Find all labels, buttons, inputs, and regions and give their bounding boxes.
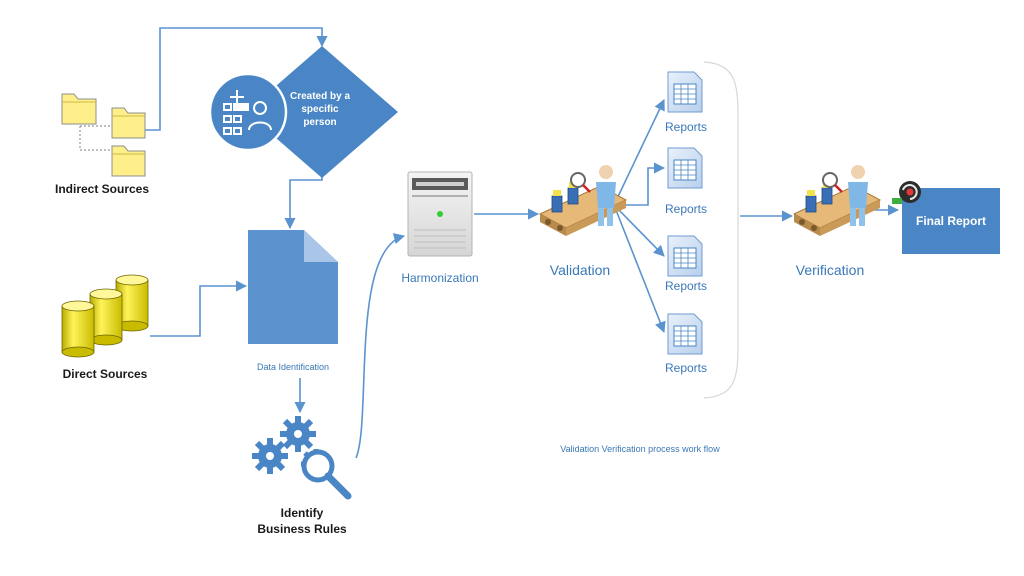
server-icon <box>407 171 473 257</box>
person-icon <box>596 165 616 226</box>
edge-rules-to-harmonization <box>355 233 406 459</box>
indirect-sources-label: Indirect Sources <box>54 182 150 196</box>
decision-diamond <box>246 46 398 178</box>
magnifier-icon <box>301 449 352 500</box>
folder-icon <box>111 145 146 177</box>
data-identification-label: Data Identification <box>256 362 330 372</box>
reports-bracket <box>703 61 739 399</box>
edge-created-to-dataid <box>284 176 323 230</box>
gear-icon <box>280 416 316 452</box>
direct-sources-label: Direct Sources <box>62 367 148 381</box>
report-icon <box>667 235 703 277</box>
validation-conveyor-icon <box>538 165 628 236</box>
document-icon <box>248 230 338 344</box>
created-by-label: Created by a specific person <box>289 91 351 128</box>
report-doc-icons <box>667 71 703 355</box>
folder-icon <box>61 93 97 125</box>
report-icon <box>667 313 703 355</box>
report-label-1: Reports <box>664 120 708 134</box>
edge-indirect-to-created <box>145 27 328 131</box>
identify-rules-label-line1: Identify <box>280 506 324 520</box>
edge-validation-to-report-2 <box>614 162 666 206</box>
report-icon <box>667 147 703 189</box>
report-label-4: Reports <box>664 361 708 375</box>
harmonization-label: Harmonization <box>401 271 479 285</box>
report-label-3: Reports <box>664 279 708 293</box>
gear-icon <box>252 438 288 474</box>
edge-direct-to-dataid <box>150 280 248 337</box>
database-icon <box>89 288 123 346</box>
person-form-icon <box>208 72 288 152</box>
workflow-caption: Validation Verification process work flo… <box>560 444 720 454</box>
indirect-sources-icon <box>61 93 146 177</box>
direct-sources-icon <box>61 274 149 358</box>
final-report-node <box>892 181 1000 254</box>
created-by-node <box>208 46 398 178</box>
edge-validation-to-report-1 <box>613 98 665 206</box>
validation-label: Validation <box>549 262 611 278</box>
verification-label: Verification <box>795 262 865 278</box>
final-report-label: Final Report <box>915 214 986 228</box>
folder-icon <box>111 107 146 139</box>
report-label-2: Reports <box>664 202 708 216</box>
gears-magnifier-icon <box>252 416 352 500</box>
refresh-badge-icon <box>892 181 921 204</box>
report-icon <box>667 71 703 113</box>
verification-conveyor-icon <box>792 165 882 236</box>
database-icon <box>61 300 95 358</box>
edge-validation-to-report-4 <box>613 204 666 334</box>
identify-rules-label-line2: Business Rules <box>257 522 347 536</box>
edge-validation-to-report-3 <box>613 204 665 257</box>
person-icon <box>848 165 868 226</box>
